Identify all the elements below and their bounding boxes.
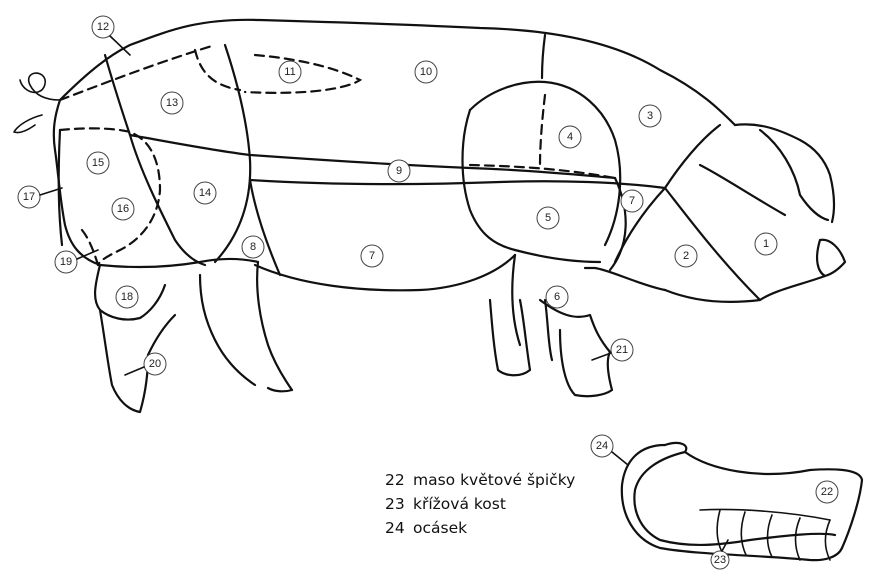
svg-text:15: 15 bbox=[92, 157, 104, 169]
callout-9: 9 bbox=[388, 160, 410, 182]
svg-text:1: 1 bbox=[763, 238, 769, 250]
callout-13: 13 bbox=[161, 92, 183, 114]
legend: 22 maso květové špičky 23 křížová kost 2… bbox=[385, 468, 575, 540]
callout-10: 10 bbox=[415, 61, 437, 83]
svg-text:10: 10 bbox=[420, 66, 432, 78]
callout-21: 21 bbox=[611, 339, 633, 361]
svg-text:8: 8 bbox=[250, 241, 256, 253]
callout-19: 19 bbox=[55, 251, 77, 273]
legend-number: 23 bbox=[385, 492, 405, 516]
svg-text:14: 14 bbox=[199, 187, 211, 199]
callout-2: 2 bbox=[675, 245, 697, 267]
dashed-cut-lines bbox=[60, 45, 615, 265]
svg-text:18: 18 bbox=[121, 291, 133, 303]
callout-16: 16 bbox=[112, 198, 134, 220]
legend-item: 24 ocásek bbox=[385, 516, 575, 540]
svg-text:24: 24 bbox=[596, 440, 608, 452]
legend-label: maso květové špičky bbox=[413, 468, 575, 492]
svg-text:4: 4 bbox=[567, 131, 573, 143]
svg-text:7: 7 bbox=[629, 195, 635, 207]
svg-text:5: 5 bbox=[545, 212, 551, 224]
callout-8: 8 bbox=[242, 236, 264, 258]
svg-text:23: 23 bbox=[714, 554, 726, 566]
svg-text:20: 20 bbox=[149, 358, 161, 370]
svg-text:7: 7 bbox=[369, 250, 375, 262]
callout-24: 24 bbox=[591, 435, 613, 457]
callout-20-leader bbox=[125, 367, 144, 375]
callout-14: 14 bbox=[194, 182, 216, 204]
legend-label: ocásek bbox=[413, 516, 467, 540]
svg-text:6: 6 bbox=[554, 291, 560, 303]
callout-22: 22 bbox=[816, 481, 838, 503]
legend-number: 22 bbox=[385, 468, 405, 492]
callout-23: 23 bbox=[711, 551, 729, 569]
svg-text:16: 16 bbox=[117, 203, 129, 215]
legend-item: 23 křížová kost bbox=[385, 492, 575, 516]
callout-24-leader bbox=[612, 452, 628, 465]
callout-5: 5 bbox=[537, 207, 559, 229]
callout-6: 6 bbox=[546, 286, 568, 308]
svg-text:2: 2 bbox=[683, 250, 689, 262]
callout-1: 1 bbox=[755, 233, 777, 255]
callout-3: 3 bbox=[639, 105, 661, 127]
svg-text:11: 11 bbox=[284, 66, 295, 78]
callout-4: 4 bbox=[559, 126, 581, 148]
callout-12: 12 bbox=[92, 16, 114, 38]
svg-text:9: 9 bbox=[396, 165, 402, 177]
svg-text:22: 22 bbox=[821, 486, 833, 498]
legend-label: křížová kost bbox=[413, 492, 506, 516]
callout-7-front: 7 bbox=[621, 190, 643, 212]
legend-item: 22 maso květové špičky bbox=[385, 468, 575, 492]
svg-text:13: 13 bbox=[166, 97, 178, 109]
callout-18: 18 bbox=[116, 286, 138, 308]
callout-7-belly: 7 bbox=[361, 245, 383, 267]
svg-text:17: 17 bbox=[23, 191, 35, 203]
callout-15: 15 bbox=[87, 152, 109, 174]
svg-text:19: 19 bbox=[60, 256, 72, 268]
callout-17: 17 bbox=[18, 186, 40, 208]
callout-20: 20 bbox=[144, 353, 166, 375]
callout-11: 11 bbox=[279, 61, 301, 83]
legend-number: 24 bbox=[385, 516, 405, 540]
svg-text:12: 12 bbox=[97, 21, 109, 33]
svg-text:3: 3 bbox=[647, 110, 653, 122]
svg-text:21: 21 bbox=[616, 344, 628, 356]
callout-23-leader bbox=[722, 540, 728, 551]
